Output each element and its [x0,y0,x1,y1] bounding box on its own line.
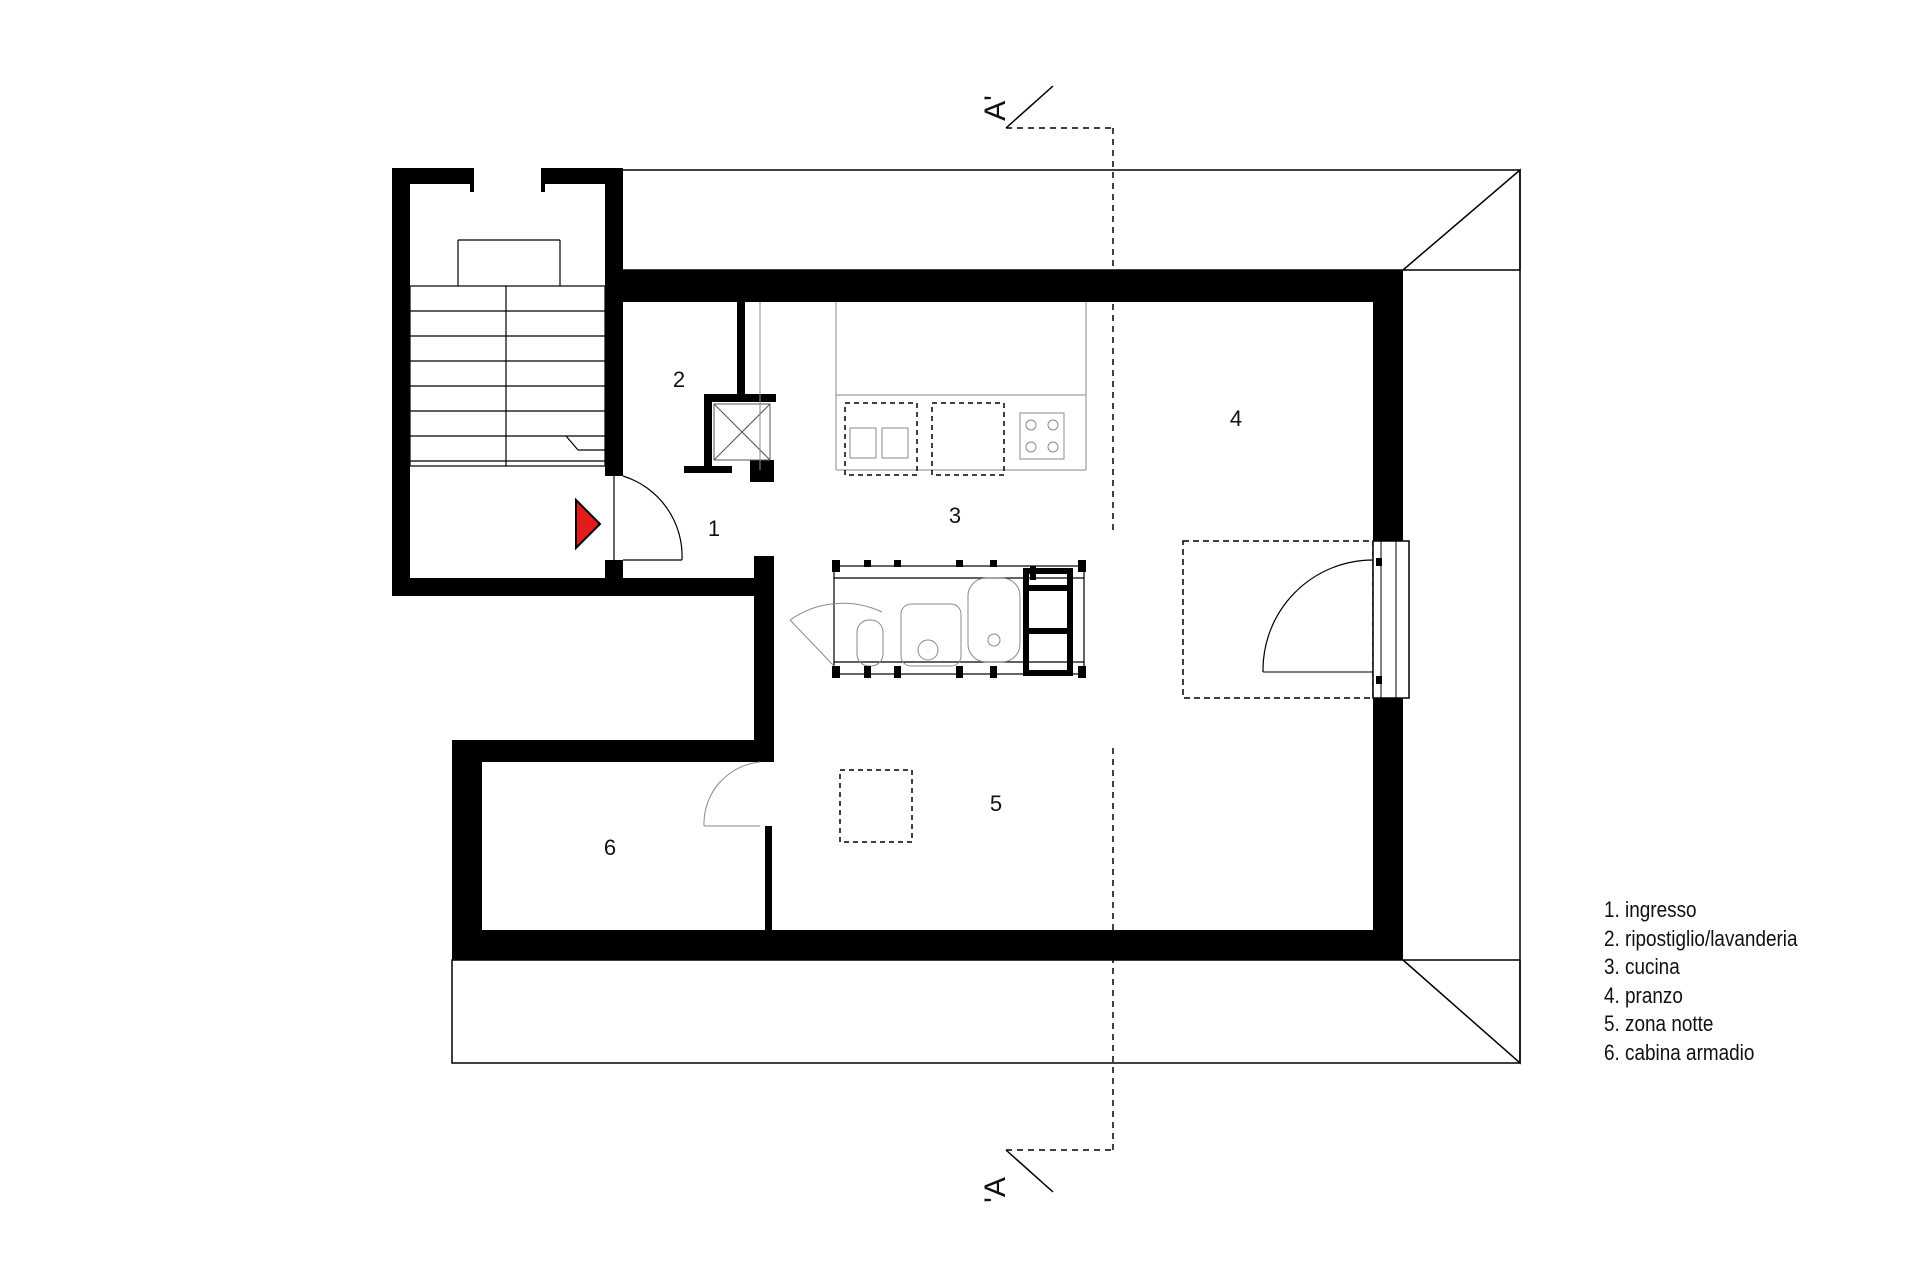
legend-item-ripostiglio: 2. ripostiglio/lavanderia [1604,925,1798,951]
kitchen-counter [759,302,1087,471]
room-number-3: 3 [949,503,961,528]
room-number-2: 2 [673,367,685,392]
legend-item-cucina: 3. cucina [1604,954,1680,980]
room-legend: 1. ingresso 2. ripostiglio/lavanderia 3.… [1604,896,1798,1068]
room-number-6: 6 [604,835,616,860]
room-number-5: 5 [990,791,1002,816]
laundry-unit [713,403,771,461]
wall-cabinets [844,402,1005,476]
entrance-door [613,475,683,561]
room-numbers: 1 2 3 4 5 6 [604,367,1242,860]
section-mark-top: A' [979,95,1012,121]
entrance-arrow-icon [575,497,602,551]
walls [392,168,1403,960]
legend-item-ingresso: 1. ingresso [1604,897,1697,922]
window-door [1182,540,1410,699]
wardrobe-door [703,761,761,827]
skylight [839,769,913,843]
room-number-1: 1 [708,516,720,541]
legend-item-pranzo: 4. pranzo [1604,982,1683,1008]
section-mark-bottom: 'A [979,1177,1012,1203]
legend-item-cabina-armadio: 6. cabina armadio [1604,1039,1755,1065]
legend-item-zona-notte: 5. zona notte [1604,1011,1714,1037]
section-line [1005,85,1114,1193]
bathroom-pod [789,560,1086,678]
room-number-4: 4 [1230,406,1242,431]
staircase [409,239,606,467]
